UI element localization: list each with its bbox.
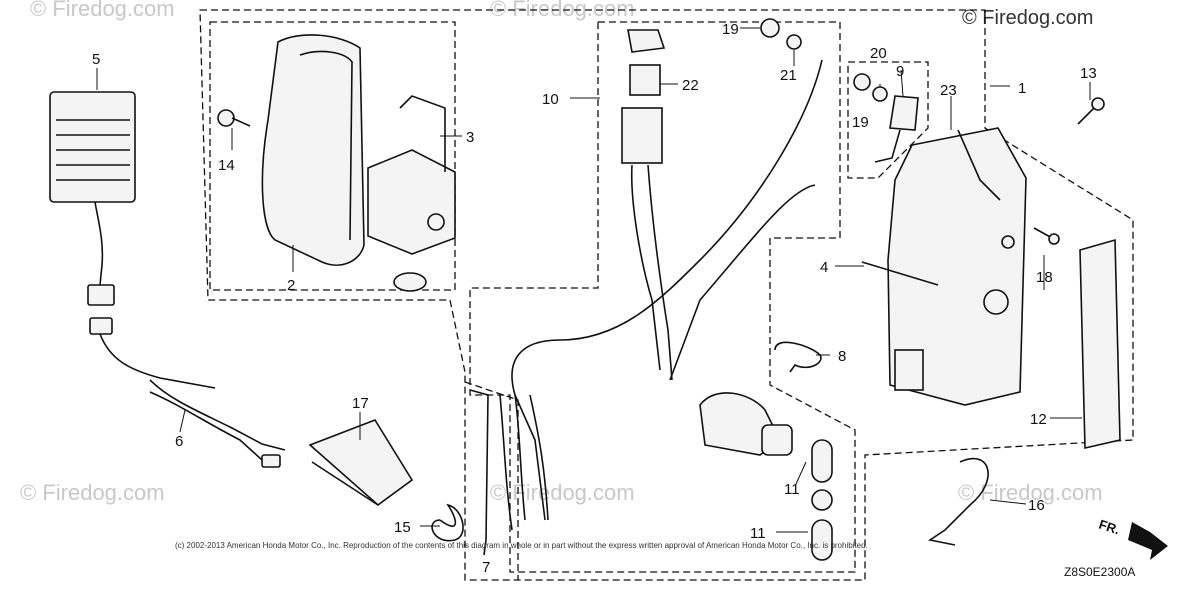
control-panel bbox=[861, 127, 1027, 406]
callout-19: 19 bbox=[852, 114, 869, 131]
front-arrow: FR. bbox=[1097, 517, 1168, 560]
callout-3: 3 bbox=[466, 129, 474, 146]
gasket-12 bbox=[1079, 238, 1121, 449]
callout-1: 1 bbox=[1018, 80, 1026, 97]
callout-15: 15 bbox=[394, 519, 411, 536]
regulator-rectifier bbox=[49, 91, 136, 335]
callout-18: 18 bbox=[1036, 269, 1053, 286]
clip-15 bbox=[431, 503, 464, 542]
main-wire-harness bbox=[499, 29, 823, 531]
watermark-faint: © Firedog.com bbox=[490, 480, 635, 505]
callout-23: 23 bbox=[940, 82, 957, 99]
cable-band-16 bbox=[927, 457, 989, 546]
fr-label: FR. bbox=[1097, 517, 1122, 538]
screw-14 bbox=[217, 109, 251, 127]
rod-7 bbox=[469, 389, 489, 556]
assembly-boundary-harness bbox=[469, 21, 856, 573]
callout-2: 2 bbox=[287, 277, 295, 294]
control-box-cover bbox=[261, 34, 365, 266]
callout-12: 12 bbox=[1030, 411, 1047, 428]
bolt-13 bbox=[1077, 105, 1097, 125]
washer-20 bbox=[872, 86, 888, 102]
assembly-boundary-main bbox=[199, 9, 1134, 581]
callout-17: 17 bbox=[352, 395, 369, 412]
callout-11b: 11 bbox=[750, 525, 766, 542]
leader-lines bbox=[96, 27, 1091, 533]
callout-4: 4 bbox=[820, 259, 828, 276]
grommet bbox=[393, 272, 427, 292]
callout-7: 7 bbox=[482, 559, 490, 576]
callout-10: 10 bbox=[542, 91, 559, 108]
watermark-faint: © Firedog.com bbox=[30, 0, 175, 21]
foam-pad-17 bbox=[308, 419, 414, 507]
diagram-code: Z8S0E2300A bbox=[1064, 565, 1135, 579]
callout-14: 14 bbox=[218, 157, 235, 174]
nut-19-top bbox=[760, 18, 780, 38]
key-11b bbox=[811, 519, 833, 561]
callout-labels: 1 2 3 4 5 6 7 8 9 10 11 11 12 13 14 15 1… bbox=[92, 21, 1097, 576]
bolt-13-head bbox=[1091, 97, 1105, 111]
callout-13: 13 bbox=[1080, 65, 1097, 82]
watermark-top-right: © Firedog.com bbox=[962, 7, 1093, 29]
callout-22: 22 bbox=[682, 77, 699, 94]
key-11a bbox=[811, 439, 833, 511]
watermark-faint: © Firedog.com bbox=[20, 480, 165, 505]
bracket-9 bbox=[874, 95, 919, 163]
callout-8: 8 bbox=[838, 348, 846, 365]
washer-21 bbox=[786, 34, 802, 50]
callout-21: 21 bbox=[780, 67, 797, 84]
assembly-boundary-inner bbox=[209, 21, 456, 291]
copyright-notice: (c) 2002-2013 American Honda Motor Co., … bbox=[175, 541, 868, 550]
bracket-3 bbox=[367, 95, 456, 255]
ignition-switch bbox=[699, 392, 793, 456]
watermark-faint: © Firedog.com bbox=[490, 0, 635, 21]
callout-11a: 11 bbox=[784, 481, 800, 498]
callout-9: 9 bbox=[896, 63, 904, 80]
callout-5: 5 bbox=[92, 51, 100, 68]
callout-20: 20 bbox=[870, 45, 887, 62]
screw-18-head bbox=[1048, 233, 1060, 245]
callout-6: 6 bbox=[175, 433, 183, 450]
wire-harness-6 bbox=[99, 333, 286, 468]
clamp-8 bbox=[774, 341, 822, 373]
callout-16: 16 bbox=[1028, 497, 1045, 514]
callout-19-top: 19 bbox=[722, 21, 739, 38]
nut-19 bbox=[853, 73, 871, 91]
subassembly-boundary-9 bbox=[847, 61, 929, 179]
